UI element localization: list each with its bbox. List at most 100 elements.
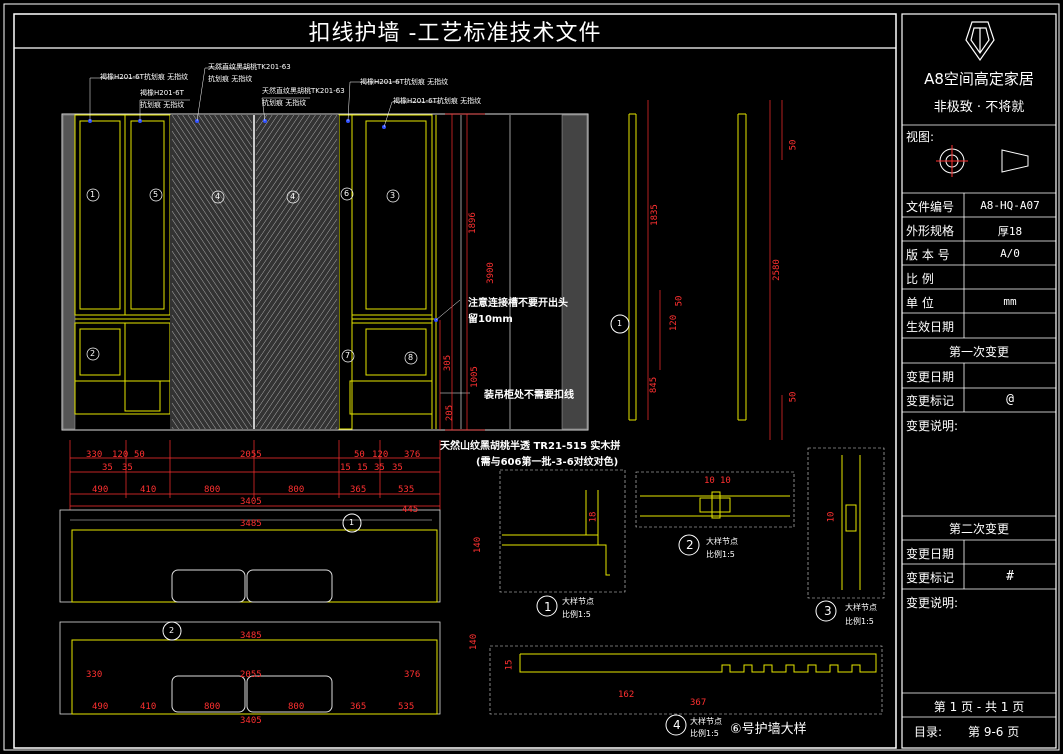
bottom-caption: ⑥号护墙大样 [730,722,807,737]
dim-total-2: 3405 [240,716,262,726]
panel-num-7: 7 [345,351,351,360]
detail-1-scale: 比例1:5 [562,610,591,619]
side-view-2 [737,100,783,440]
side-view-1 [628,100,661,421]
dim-365: 365 [350,485,367,495]
dim-330: 330 [86,450,103,460]
dim-side1-120: 120 [669,314,680,332]
row-label-file-no: 文件编号 [906,200,955,214]
company-name: A8空间高定家居 [924,70,1034,88]
dim-v-305: 305 [443,354,454,372]
row-value-unit: mm [1003,295,1017,308]
dim-367: 367 [690,698,707,708]
dim-10-d2: 10 [704,476,715,486]
change1-desc-label: 变更说明: [906,419,959,433]
detail-2 [635,471,795,528]
dim-330-2: 330 [86,670,103,680]
row-label-scale: 比 例 [906,272,934,286]
detail-2-num: 2 [686,538,694,552]
annotation-3b: 抗划痕 无指纹 [140,101,185,109]
detail-4 [489,645,883,715]
row-value-file-no: A8-HQ-A07 [980,199,1040,212]
section-mark-1: 1 [349,518,355,527]
note-material: 天然山纹黑胡桃半透 TR21-515 实木拼 [440,441,621,452]
dim-120: 120 [112,450,129,460]
dim-800-2: 800 [204,702,221,712]
panel-num-3: 3 [390,191,396,200]
section-mark-side: 1 [617,319,623,328]
panel-num-4b: 4 [290,192,296,201]
dim-800: 800 [204,485,221,495]
change2-mark-label: 变更标记 [906,571,955,585]
elevation-view [61,67,589,431]
row-label-unit: 单 位 [906,296,934,310]
dim-18-d1: 18 [588,511,599,523]
dim-376: 376 [404,450,421,460]
detail-4-scale: 比例1:5 [690,729,719,738]
dim-inner: 3485 [240,519,262,529]
dim-140: 140 [473,536,484,554]
company-slogan: 非极致 · 不将就 [933,100,1025,115]
horizontal-dimensions [69,440,441,510]
dim-10b-d2: 10 [720,476,731,486]
dim-side2-2580: 2580 [771,259,782,281]
plan-view-1 [59,509,441,603]
panel-num-2: 2 [90,349,96,358]
dim-376-2: 376 [404,670,421,680]
dim-445: 445 [402,505,419,515]
detail-3-label: 大样节点 [845,603,877,612]
drawing-title: 扣线护墙 -工艺标准技术文件 [308,21,602,46]
annotation-4b: 抗划痕 无指纹 [262,99,307,107]
dim-side1-1835: 1835 [649,204,660,226]
annotation-2b: 抗划痕 无指纹 [208,75,253,83]
dim-535-2: 535 [398,702,415,712]
annotation-1: 褐橡H201-6T抗划痕 无指纹 [100,73,189,81]
dim-50: 50 [134,450,145,460]
annotation-6: 褐橡H201-6T抗划痕 无指纹 [393,97,482,105]
dim-side2-50b: 50 [788,391,799,403]
detail-1-label: 大样节点 [562,597,594,606]
note-connection-groove: 注意连接槽不要开出头 [468,298,568,309]
index-label: 目录: [914,725,943,739]
dim-sub-35c: 35 [374,463,385,473]
dim-490: 490 [92,485,109,495]
change1-date-label: 变更日期 [906,370,955,384]
detail-3-scale: 比例1:5 [845,617,874,626]
dim-2055-2: 2055 [240,670,262,680]
dim-v-1005: 1005 [469,366,480,388]
annotation-5: 褐橡H201-6T抗划痕 无指纹 [360,78,449,86]
projection-symbol-icon [936,145,1029,177]
detail-1 [499,469,626,593]
plan-view-2 [59,621,441,715]
dim-inner-2: 3485 [240,631,262,641]
panel-num-6: 6 [344,189,350,198]
detail-1-num: 1 [544,600,552,614]
dim-sub-15: 15 [340,463,351,473]
change1-mark-value: @ [1006,392,1014,407]
titleblock-border [901,13,1057,749]
change1-header: 第一次变更 [948,345,1009,359]
drawing-border [13,13,897,749]
dim-side1-50: 50 [674,295,685,307]
dim-162: 162 [618,690,635,700]
elevation-dimensions [439,113,485,431]
detail-3 [807,447,885,599]
detail-2-label: 大样节点 [706,537,738,546]
dim-490-2: 490 [92,702,109,712]
page-info: 第 1 页 - 共 1 页 [933,700,1025,714]
row-label-spec: 外形规格 [906,224,955,238]
dim-total: 3405 [240,497,262,507]
panel-num-5: 5 [153,190,159,199]
outer-border [3,3,1060,751]
company-logo [965,21,995,62]
dim-sub-35d: 35 [392,463,403,473]
panel-num-8: 8 [408,353,414,362]
detail-4-num: 4 [673,718,681,732]
dim-535: 535 [398,485,415,495]
annotation-2: 天然直纹黑胡桃TK201-63 [208,63,291,71]
section-mark-2: 2 [169,626,175,635]
row-value-spec: 厚18 [997,225,1023,238]
dim-v-3900: 3900 [485,262,496,284]
change2-mark-value: # [1006,569,1014,584]
